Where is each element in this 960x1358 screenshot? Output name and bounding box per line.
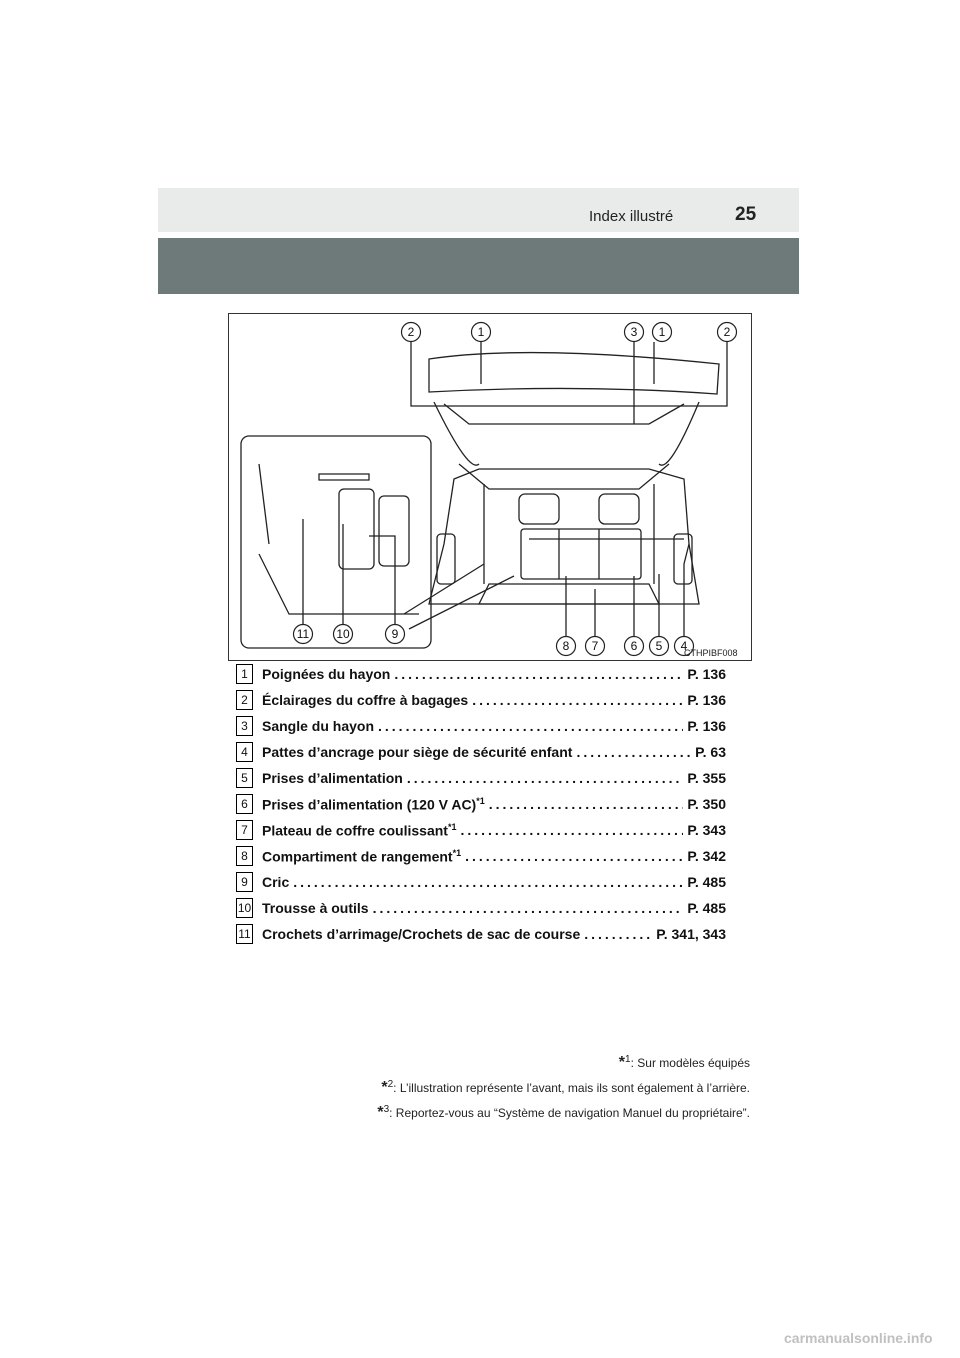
leader-dots: ........................................… — [488, 796, 684, 812]
figure-code: CTHPIBF008 — [684, 648, 738, 658]
leader-dots: ........................................… — [293, 874, 684, 890]
callout-label: 7 — [592, 639, 599, 653]
item-number: 2 — [236, 690, 253, 710]
cargo-illustration: 2 1 3 1 2 11 10 9 8 7 6 5 4 — [228, 313, 752, 661]
leader-dots: ........................................… — [465, 848, 683, 864]
page-reference[interactable]: P. 485 — [687, 900, 726, 916]
item-label: Pattes d’ancrage pour siège de sécurité … — [262, 744, 573, 760]
callout-label: 6 — [631, 639, 638, 653]
vehicle-rear-drawing: 2 1 3 1 2 11 10 9 8 7 6 5 4 — [240, 321, 738, 657]
callout-bottom-4: 4 — [673, 635, 695, 657]
page-reference[interactable]: P. 63 — [695, 744, 726, 760]
callout-bottom-6: 6 — [623, 635, 645, 657]
callout-inset-10: 10 — [332, 623, 354, 645]
callout-bottom-5: 5 — [648, 635, 670, 657]
item-label: Prises d’alimentation — [262, 770, 403, 786]
item-label: Cric — [262, 874, 290, 890]
leader-dots: ........................................… — [378, 718, 683, 734]
item-label: Sangle du hayon — [262, 718, 375, 734]
list-item: 4 Pattes d’ancrage pour siège de sécurit… — [236, 739, 726, 765]
item-label: Poignées du hayon — [262, 666, 391, 682]
item-number: 6 — [236, 794, 253, 814]
callout-inset-11: 11 — [292, 623, 314, 645]
item-label: Plateau de coffre coulissant*1 — [262, 821, 457, 839]
item-number: 4 — [236, 742, 253, 762]
item-label: Compartiment de rangement*1 — [262, 847, 462, 865]
callout-label: 9 — [392, 627, 399, 641]
page-reference[interactable]: P. 350 — [687, 796, 726, 812]
page-reference[interactable]: P. 343 — [687, 822, 726, 838]
footnotes: *1: Sur modèles équipés *2: L’illustrati… — [377, 1049, 750, 1124]
page-reference[interactable]: P. 485 — [687, 874, 726, 890]
list-item: 1 Poignées du hayon ....................… — [236, 661, 726, 687]
leader-dots: ........................................… — [372, 900, 684, 916]
item-number: 1 — [236, 664, 253, 684]
page-number: 25 — [735, 204, 757, 225]
item-label: Éclairages du coffre à bagages — [262, 692, 469, 708]
item-number: 10 — [236, 898, 253, 918]
list-item: 11 Crochets d’arrimage/Crochets de sac d… — [236, 921, 726, 947]
leader-dots: ........................................… — [460, 822, 683, 838]
list-item: 3 Sangle du hayon ......................… — [236, 713, 726, 739]
callout-label: 1 — [478, 325, 485, 339]
callout-label: 1 — [659, 325, 666, 339]
item-number: 7 — [236, 820, 253, 840]
callout-inset-9: 9 — [384, 623, 406, 645]
leader-dots: ........................................… — [584, 926, 652, 942]
footnote-marker: *1 — [476, 795, 485, 806]
callout-label: 3 — [631, 325, 638, 339]
item-label: Prises d’alimentation (120 V AC)*1 — [262, 795, 485, 813]
callout-label: 4 — [681, 639, 688, 653]
item-number: 11 — [236, 924, 253, 944]
list-item: 9 Cric .................................… — [236, 869, 726, 895]
list-item: 6 Prises d’alimentation (120 V AC)*1 ...… — [236, 791, 726, 817]
page-reference[interactable]: P. 355 — [687, 770, 726, 786]
callout-top-1: 2 — [400, 321, 422, 343]
item-number: 8 — [236, 846, 253, 866]
footnote: *3: Reportez-vous au “Système de navigat… — [377, 1104, 750, 1121]
header-band — [158, 238, 799, 294]
item-number: 5 — [236, 768, 253, 788]
callout-top-2: 1 — [470, 321, 492, 343]
callout-top-3: 3 — [623, 321, 645, 343]
list-item: 7 Plateau de coffre coulissant*1 .......… — [236, 817, 726, 843]
page-reference[interactable]: P. 342 — [687, 848, 726, 864]
footnote-marker: *1 — [447, 821, 457, 832]
footnote: *1: Sur modèles équipés — [618, 1054, 750, 1071]
index-list: 1 Poignées du hayon ....................… — [236, 661, 726, 947]
page-reference[interactable]: P. 136 — [687, 692, 726, 708]
footnote-marker: *1 — [452, 847, 462, 858]
leader-dots: ........................................… — [576, 744, 691, 760]
leader-dots: ........................................… — [394, 666, 684, 682]
callout-label: 5 — [656, 639, 663, 653]
item-number: 3 — [236, 716, 253, 736]
footnote: *2: L’illustration représente l’avant, m… — [381, 1079, 750, 1096]
watermark: carmanualsonline.info — [784, 1330, 933, 1346]
callout-label: 11 — [297, 627, 310, 641]
page-reference[interactable]: P. 341, 343 — [656, 926, 726, 942]
header-bar — [158, 188, 799, 232]
callout-label: 2 — [408, 325, 415, 339]
leader-dots: ........................................… — [472, 692, 683, 708]
item-number: 9 — [236, 872, 253, 892]
list-item: 2 Éclairages du coffre à bagages .......… — [236, 687, 726, 713]
page-reference[interactable]: P. 136 — [687, 718, 726, 734]
callout-label: 10 — [336, 627, 350, 641]
callout-label: 2 — [724, 325, 731, 339]
item-label: Crochets d’arrimage/Crochets de sac de c… — [262, 926, 581, 942]
callout-bottom-7: 7 — [584, 635, 606, 657]
section-title: Index illustré — [589, 208, 674, 225]
callout-bottom-8: 8 — [555, 635, 577, 657]
callout-top-4: 1 — [651, 321, 673, 343]
callout-label: 8 — [563, 639, 570, 653]
list-item: 10 Trousse à outils ....................… — [236, 895, 726, 921]
list-item: 5 Prises d’alimentation ................… — [236, 765, 726, 791]
leader-dots: ........................................… — [406, 770, 684, 786]
page-reference[interactable]: P. 136 — [687, 666, 726, 682]
callout-top-5: 2 — [716, 321, 738, 343]
list-item: 8 Compartiment de rangement*1 ..........… — [236, 843, 726, 869]
item-label: Trousse à outils — [262, 900, 369, 916]
